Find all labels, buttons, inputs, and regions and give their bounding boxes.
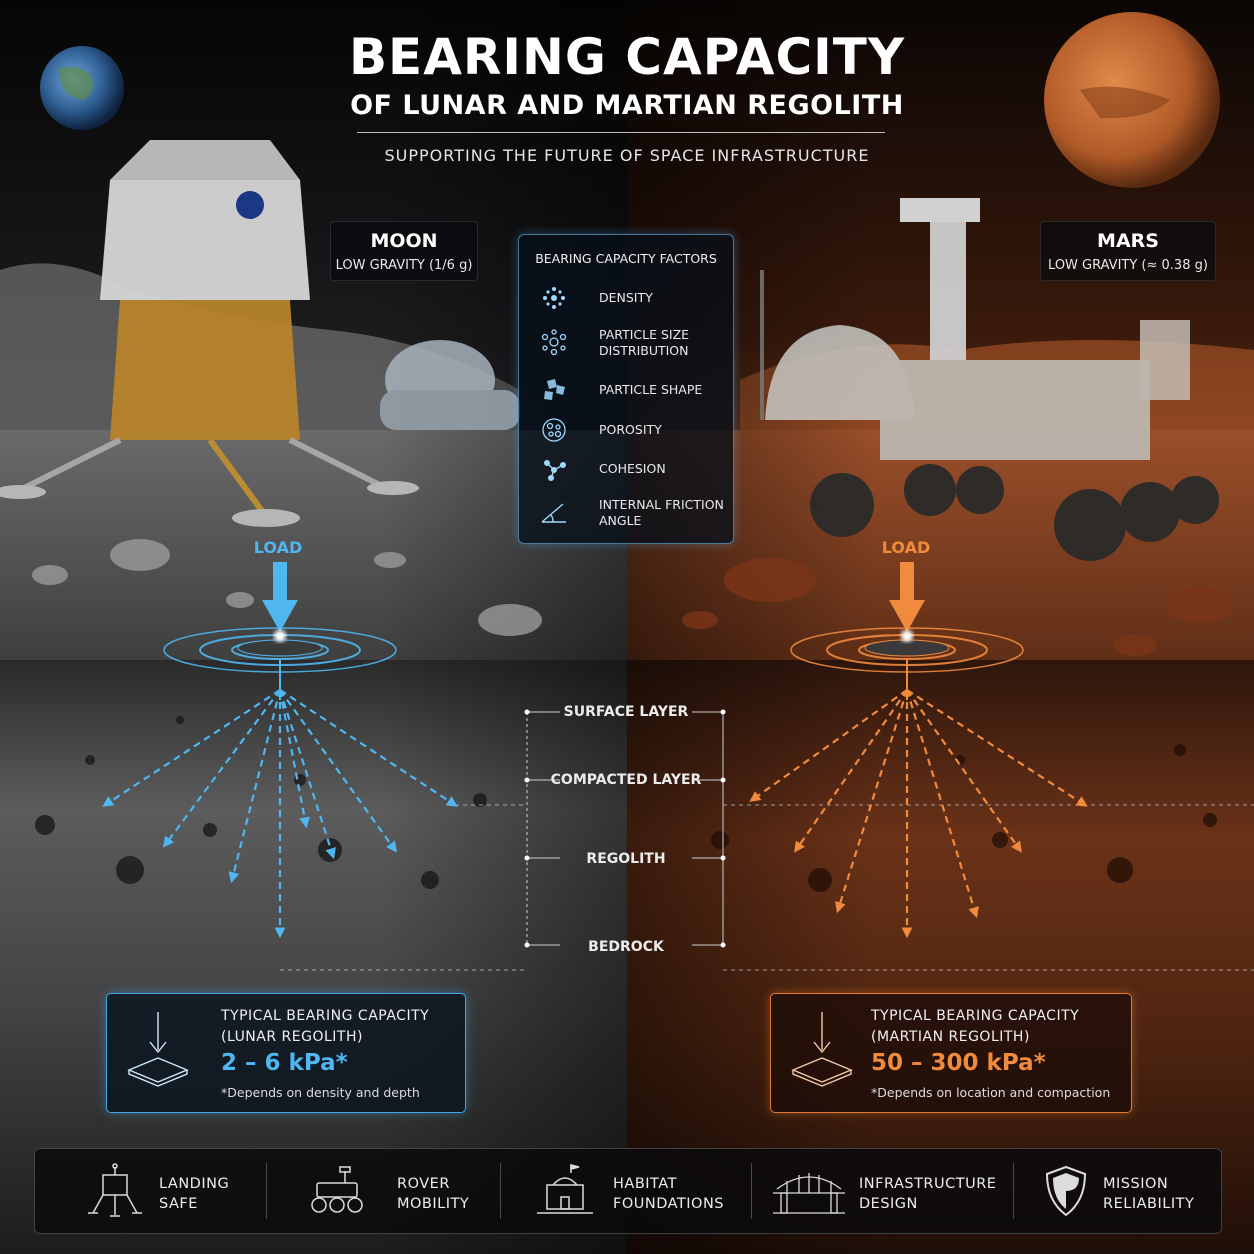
stress-ray xyxy=(163,689,281,848)
martian-capacity-note: *Depends on location and compaction xyxy=(871,1085,1111,1100)
layer-dot xyxy=(524,855,530,861)
layer-dot xyxy=(720,942,726,948)
stress-ray xyxy=(279,689,397,853)
moon-gravity: LOW GRAVITY (1/6 g) xyxy=(335,258,473,273)
layer-dot xyxy=(720,777,726,783)
stress-ray xyxy=(228,689,282,884)
layer-label-compacted: COMPACTED LAYER xyxy=(550,772,702,788)
layer-dot xyxy=(524,777,530,783)
benefit-divider xyxy=(751,1163,752,1219)
bearing-factors-panel: BEARING CAPACITY FACTORS DENSITY PARTICL… xyxy=(518,234,734,544)
cohesion-icon xyxy=(544,460,566,481)
porosity-icon xyxy=(542,418,566,442)
stress-ray xyxy=(905,689,980,919)
lunar-capacity-note: *Depends on density and depth xyxy=(221,1085,420,1100)
mars-label: MARS LOW GRAVITY (≈ 0.38 g) xyxy=(1040,221,1216,281)
particle-size-icon xyxy=(541,329,567,356)
lunar-habitat xyxy=(380,340,520,430)
footing-plate xyxy=(864,639,950,657)
layer-dot xyxy=(524,942,530,948)
particle-shape-icon xyxy=(544,379,565,400)
layer-label-regolith: REGOLITH xyxy=(586,851,666,867)
benefit-divider xyxy=(266,1163,267,1219)
density-icon xyxy=(543,287,565,309)
stress-ray xyxy=(102,689,281,807)
lunar-capacity-subtitle: (LUNAR REGOLITH) xyxy=(221,1029,363,1045)
factor-label: POROSITY xyxy=(599,422,662,437)
subtitle: SUPPORTING THE FUTURE OF SPACE INFRASTRU… xyxy=(384,146,870,165)
lunar-capacity-value: 2 – 6 kPa* xyxy=(221,1050,348,1076)
rover-icon xyxy=(311,1166,363,1213)
load-arrow-shaft xyxy=(900,562,914,604)
footing-load-icon xyxy=(791,1012,853,1087)
load-arrow-shaft xyxy=(273,562,287,604)
factors-heading: BEARING CAPACITY FACTORS xyxy=(535,251,717,266)
lunar-capacity-card: TYPICAL BEARING CAPACITY (LUNAR REGOLITH… xyxy=(106,993,466,1113)
mars-name: MARS xyxy=(1097,230,1159,252)
layer-dot xyxy=(720,709,726,715)
load-arrow-head xyxy=(262,600,298,632)
martian-capacity-title: TYPICAL BEARING CAPACITY xyxy=(871,1008,1080,1024)
title-divider xyxy=(357,132,885,133)
stress-ray xyxy=(278,689,310,829)
benefit-divider xyxy=(1013,1163,1014,1219)
stress-ray xyxy=(906,689,1088,807)
factor-label: COHESION xyxy=(599,461,666,476)
mars-gravity: LOW GRAVITY (≈ 0.38 g) xyxy=(1048,258,1208,273)
footing-load-icon xyxy=(127,1012,189,1087)
layer-label-bedrock: BEDROCK xyxy=(588,939,664,955)
lunar-lander xyxy=(0,140,419,527)
martian-capacity-value: 50 – 300 kPa* xyxy=(871,1050,1046,1076)
habitat-icon xyxy=(537,1164,593,1214)
main-title: BEARING CAPACITY xyxy=(348,28,906,86)
moon-label: MOON LOW GRAVITY (1/6 g) xyxy=(330,221,478,281)
stress-ray xyxy=(279,689,458,807)
mars-habitat-dome xyxy=(760,270,1190,420)
stress-ray xyxy=(906,689,1022,853)
factor-label: PARTICLE SHAPE xyxy=(599,382,703,397)
bridge-icon xyxy=(773,1173,845,1214)
stress-ray xyxy=(749,689,908,802)
lander-icon xyxy=(88,1163,142,1217)
stress-ray xyxy=(835,689,909,914)
stress-ray xyxy=(794,689,908,853)
footing-plate xyxy=(237,639,323,657)
main-title-line2: OF LUNAR AND MARTIAN REGOLITH xyxy=(350,90,904,121)
martian-capacity-subtitle: (MARTIAN REGOLITH) xyxy=(871,1029,1030,1045)
factor-label: DENSITY xyxy=(599,290,653,305)
mars-rover xyxy=(810,198,1219,561)
load-impact-glow xyxy=(901,630,913,642)
mars-load-label: LOAD xyxy=(881,538,931,557)
layer-label-surface: SURFACE LAYER xyxy=(563,704,689,720)
benefit-divider xyxy=(500,1163,501,1219)
martian-capacity-card: TYPICAL BEARING CAPACITY (MARTIAN REGOLI… xyxy=(770,993,1132,1113)
layer-dot xyxy=(720,855,726,861)
shield-icon xyxy=(1045,1165,1087,1217)
load-arrow-head xyxy=(889,600,925,632)
layer-dot xyxy=(524,709,530,715)
load-impact-glow xyxy=(274,630,286,642)
lunar-capacity-title: TYPICAL BEARING CAPACITY xyxy=(221,1008,430,1024)
moon-load-label: LOAD xyxy=(253,538,303,557)
moon-name: MOON xyxy=(370,230,438,252)
stress-ray xyxy=(278,689,336,860)
friction-angle-icon xyxy=(541,503,566,523)
